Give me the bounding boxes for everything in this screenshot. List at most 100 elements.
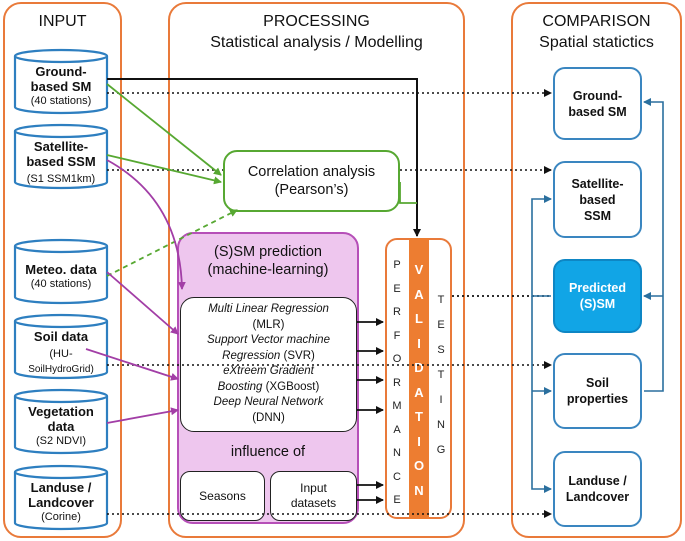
input-landuse-line2: Landcover [28, 495, 94, 510]
input-satellite-ssm-sub: (S1 SSM1km) [26, 173, 96, 185]
performance-letter: F [393, 329, 401, 342]
model-svr: Support Vector machine [181, 333, 356, 349]
testing-letter: I [439, 394, 443, 406]
testing-letter: N [437, 419, 445, 431]
validation-letter: I [417, 433, 421, 449]
model-svr-line2: Regression (SVR) [181, 349, 356, 365]
input-datasets-line1: Input [300, 481, 327, 495]
cylinder-ground-sm [13, 48, 109, 115]
cylinder-vegetation-data [13, 388, 109, 455]
correlation-line2: (Pearson’s) [274, 182, 349, 198]
testing-letter: S [437, 344, 445, 356]
model-dnn-name: Deep Neural Network [213, 396, 324, 408]
validation-letter: T [415, 409, 423, 424]
performance-letter: O [392, 353, 402, 365]
performance-letter: E [393, 494, 401, 506]
testing-letter: E [437, 319, 445, 331]
comparison-ground-sm: Ground-based SM [553, 67, 642, 140]
performance-letter: P [393, 259, 401, 271]
processing-subtitle: Statistical analysis / Modelling [210, 34, 423, 51]
input-satellite-ssm: Satellite- based SSM (S1 SSM1km) [15, 139, 107, 187]
comparison-predicted-ssm: Predicted (S)SM [553, 259, 642, 333]
input-vegetation-line2: data [47, 419, 75, 434]
comparison-satellite-line3: SSM [583, 208, 612, 223]
model-dnn: Deep Neural Network [181, 395, 356, 411]
input-meteo-line1: Meteo. data [25, 262, 97, 277]
performance-letter: C [393, 470, 401, 483]
model-xgb: eXtreem Gradient [181, 364, 356, 380]
validation-letter: O [413, 458, 425, 473]
performance-letter: R [393, 376, 401, 389]
comparison-soil-properties: Soil properties [553, 353, 642, 429]
validation-letter: I [417, 335, 421, 351]
cylinder-meteo-data [13, 238, 109, 305]
comparison-soil-line2: properties [566, 392, 629, 406]
testing-letter: G [436, 444, 446, 456]
correlation-box: Correlation analysis (Pearson’s) [223, 150, 400, 212]
validation-letter: L [415, 311, 423, 326]
influence-title: influence of [230, 444, 306, 460]
cylinder-landuse [13, 464, 109, 531]
seasons-box: Seasons [180, 471, 265, 521]
model-xgb-line2: Boosting (XGBoost) [181, 380, 356, 396]
model-xgb-name2: Boosting [217, 380, 263, 393]
input-title: INPUT [38, 13, 87, 30]
comparison-satellite-line2: based [579, 192, 616, 207]
comparison-landuse-line1: Landuse / [568, 474, 627, 488]
input-landuse: Landuse / Landcover (Corine) [15, 480, 107, 525]
input-vegetation-line1: Vegetation [28, 404, 94, 419]
model-mlr: Multi Linear Regression [181, 302, 356, 318]
comparison-ground-sm-line1: Ground- [572, 88, 623, 103]
validation-strip [409, 238, 429, 519]
comparison-title: COMPARISON [542, 13, 651, 30]
comparison-predicted-line2: (S)SM [579, 297, 616, 311]
processing-title: PROCESSING [263, 13, 370, 30]
comparison-ground-sm-line2: based SM [568, 104, 627, 119]
model-svr-abbr: (SVR) [283, 349, 315, 362]
performance-letter: E [393, 282, 401, 295]
input-ground-sm: Ground- based SM (40 stations) [15, 64, 107, 109]
validation-letter: N [414, 482, 424, 498]
input-ground-sm-sub: (40 stations) [30, 95, 92, 107]
input-datasets-line2: datasets [290, 496, 337, 510]
comparison-soil-line1: Soil [586, 376, 609, 390]
model-svr-name2: Regression [222, 349, 281, 362]
model-svr-name1: Support Vector machine [207, 334, 330, 346]
input-landuse-sub: (Corine) [41, 511, 81, 523]
validation-letter: A [414, 286, 424, 302]
input-meteo-sub: (40 stations) [30, 278, 92, 290]
performance-letter: R [393, 306, 401, 318]
comparison-predicted-line1: Predicted [569, 281, 626, 295]
performance-letter: N [393, 447, 401, 459]
input-vegetation-sub: (S2 NDVI) [35, 435, 87, 447]
input-soil-sub2: SoilHydroGrid) [28, 364, 94, 375]
model-xgb-name1: eXtreem Gradient [223, 365, 314, 377]
testing-letter: T [437, 369, 445, 381]
performance-letter: A [393, 423, 401, 436]
validation-letter: A [414, 384, 424, 400]
seasons-label: Seasons [199, 488, 246, 503]
input-landuse-line1: Landuse / [30, 480, 92, 495]
input-ground-sm-line1: Ground- [35, 64, 87, 79]
performance-letter: M [392, 400, 402, 412]
input-datasets-box: Input datasets [270, 471, 357, 521]
input-ground-sm-line2: based SM [30, 79, 92, 94]
input-satellite-ssm-line1: Satellite- [33, 139, 89, 154]
model-xgb-abbr: (XGBoost) [265, 380, 320, 393]
model-dnn-abbr: (DNN) [252, 411, 285, 424]
comparison-subtitle: Spatial statictics [539, 34, 654, 51]
input-meteo-data: Meteo. data (40 stations) [15, 262, 107, 292]
input-soil-data: Soil data (HU- SoilHydroGrid) [15, 329, 107, 377]
validation-letter: D [414, 360, 424, 375]
input-satellite-ssm-line2: based SSM [26, 154, 96, 169]
models-box: Multi Linear Regression (MLR) Support Ve… [180, 297, 357, 432]
comparison-landuse: Landuse /Landcover [553, 451, 642, 527]
prediction-line1: (S)SM prediction [214, 244, 322, 260]
model-mlr-abbr: (MLR) [252, 318, 285, 331]
validation-letter: V [414, 262, 424, 277]
testing-letter: T [437, 294, 445, 306]
cylinder-satellite-ssm [13, 123, 109, 190]
input-soil-line1: Soil data [33, 329, 89, 344]
